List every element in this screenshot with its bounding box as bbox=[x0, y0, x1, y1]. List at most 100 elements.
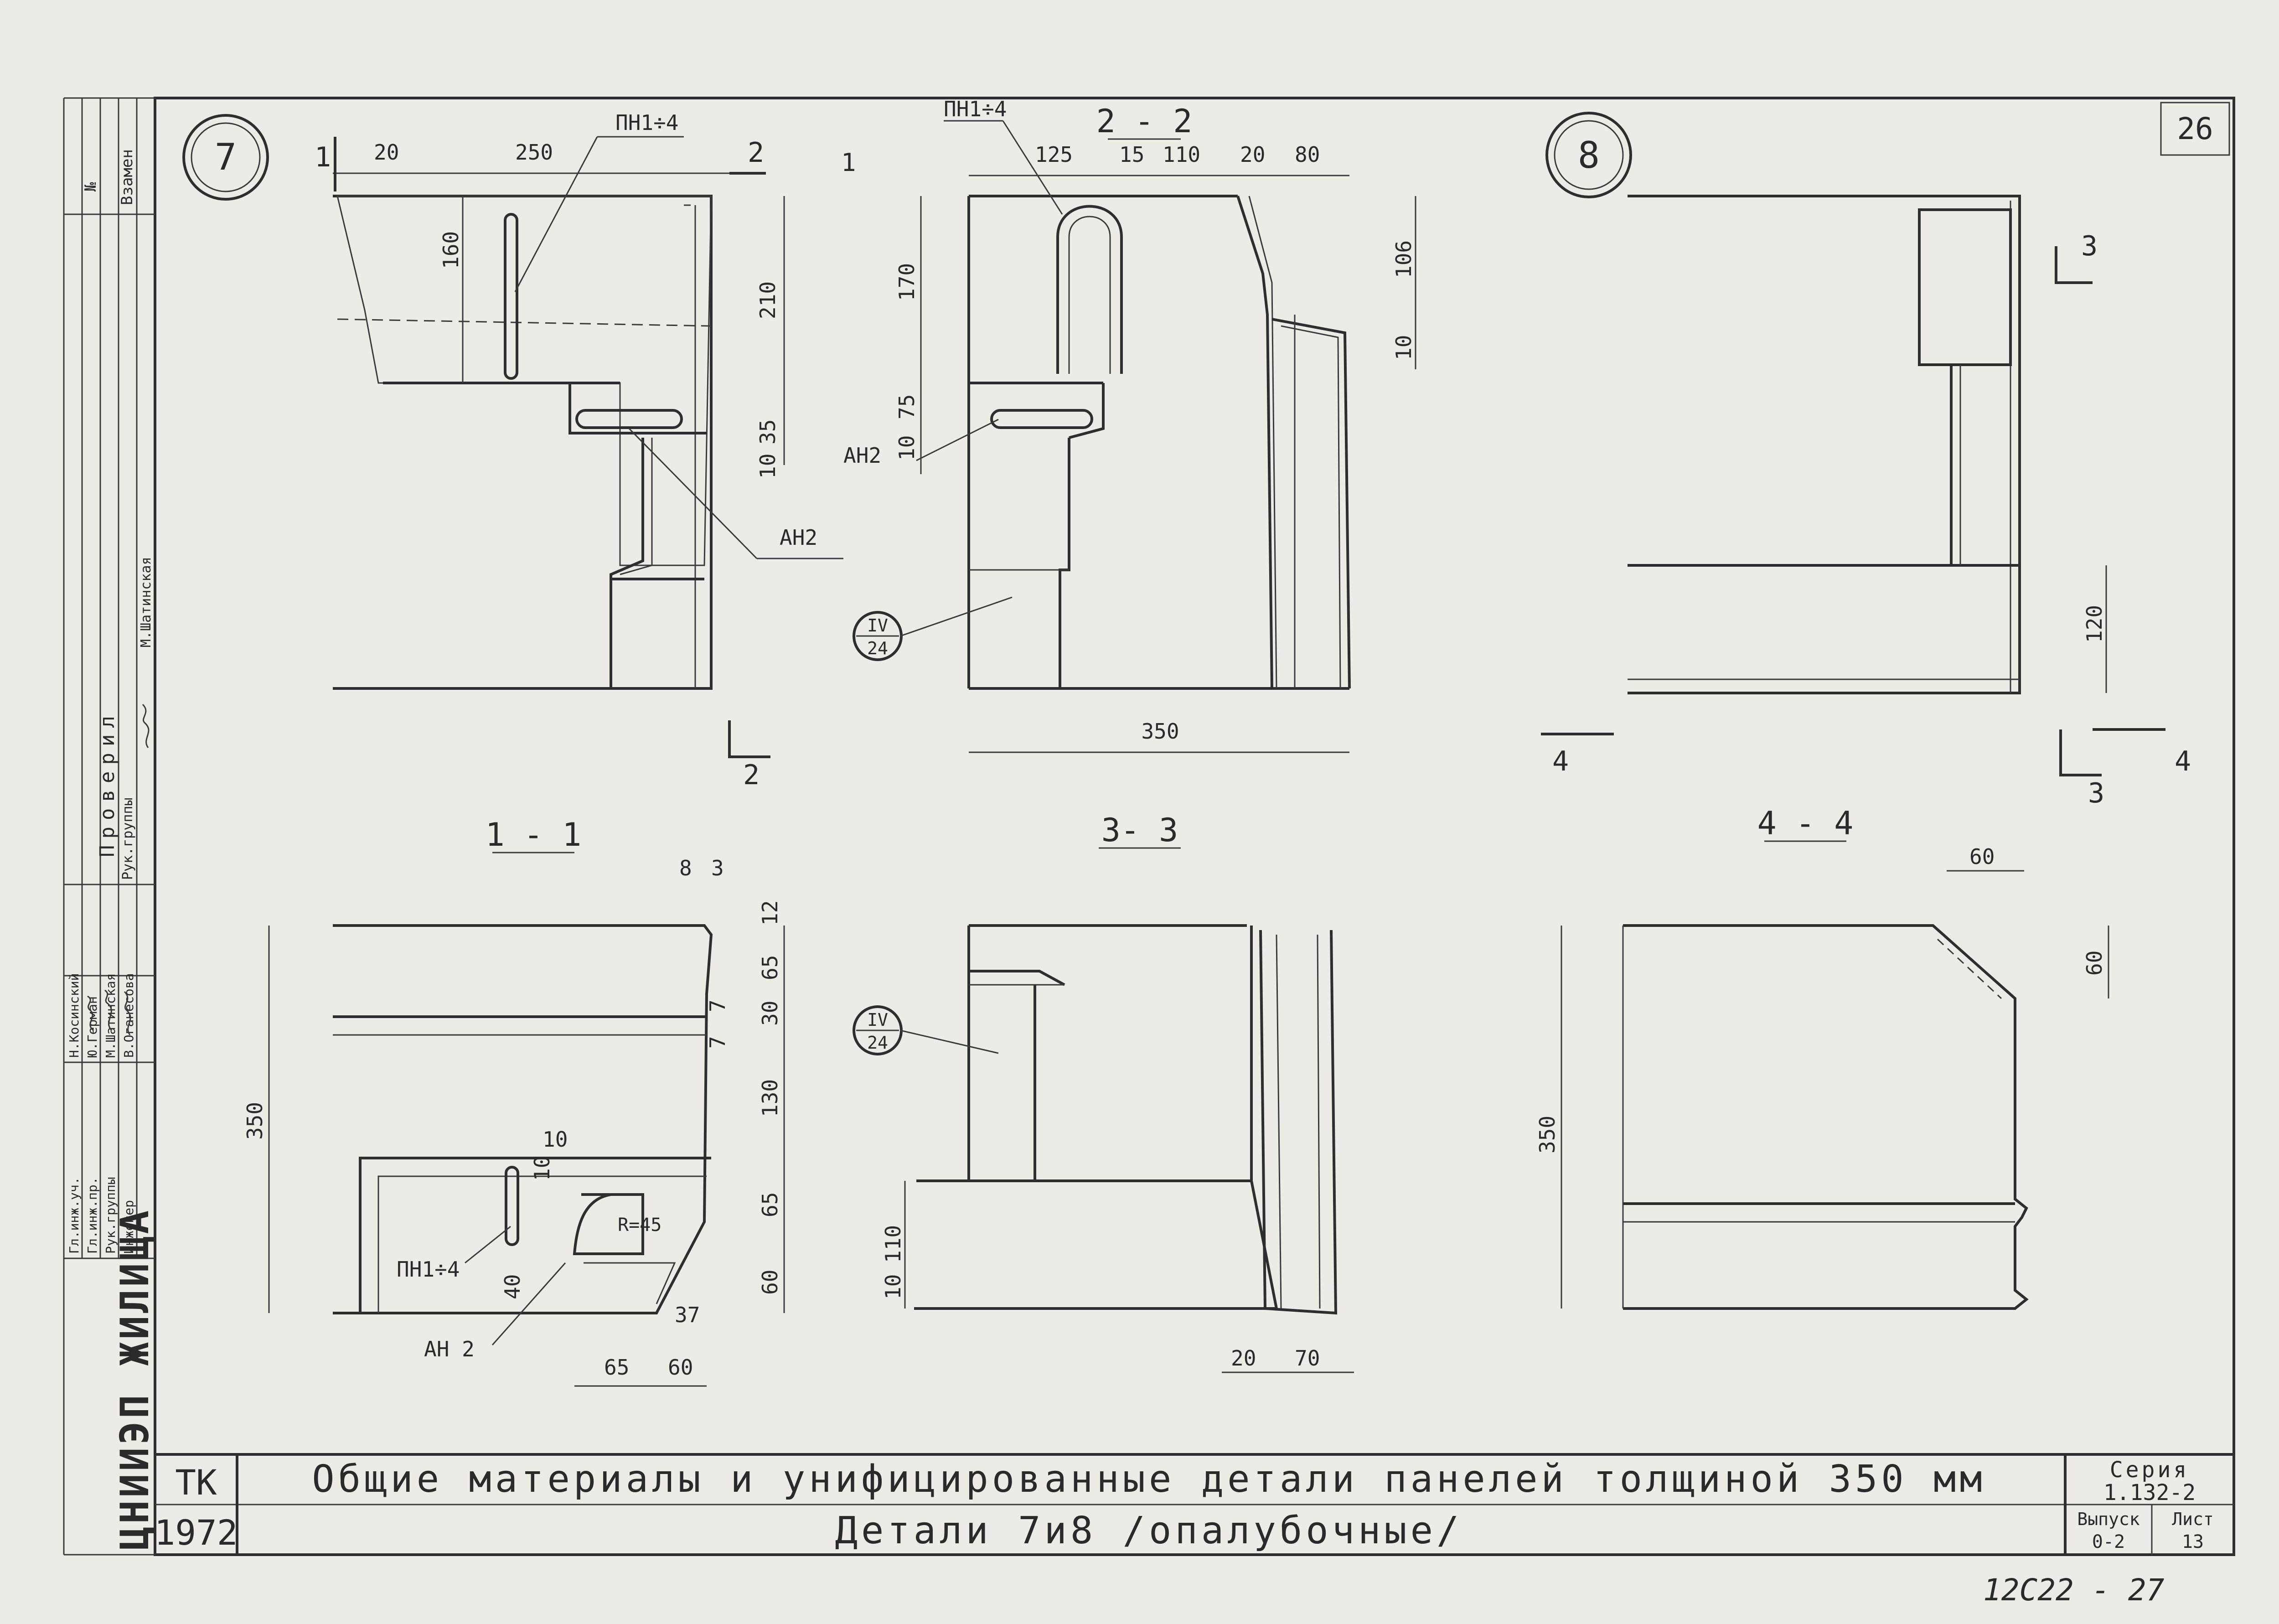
dim-22-80: 80 bbox=[1295, 142, 1320, 167]
signature-4 bbox=[142, 703, 150, 748]
section-2-2: 2 - 2 ПН1÷4 АН2 IV 24 125 15 110 bbox=[843, 97, 1416, 753]
cut-1-top: 1 bbox=[315, 141, 331, 173]
dim-33-10: 10 bbox=[881, 1274, 905, 1299]
cut-2-top: 2 bbox=[748, 137, 764, 169]
svg-text:IV: IV bbox=[867, 615, 888, 636]
dim-11-350: 350 bbox=[243, 1102, 267, 1140]
section-4-4: 4 - 4 60 60 350 bbox=[1535, 805, 2109, 1310]
label-pn-22: ПН1÷4 bbox=[944, 97, 1007, 121]
cut-1-top-b: 1 bbox=[841, 148, 856, 177]
label-an2-7: АН2 bbox=[780, 525, 817, 550]
stamp-title: Общие материалы и унифицированные детали… bbox=[312, 1458, 1986, 1501]
side-checked-label: Проверил bbox=[96, 709, 119, 857]
side-role-4: Инженер bbox=[121, 1200, 136, 1254]
dim-11-65c: 65 bbox=[604, 1355, 629, 1380]
dim-11-3: 3 bbox=[711, 856, 724, 880]
dim-7-10: 10 bbox=[755, 454, 780, 479]
stamp-series-label: Серия bbox=[2110, 1457, 2190, 1483]
anchor-an2-a bbox=[575, 409, 683, 429]
side-no: № bbox=[82, 182, 100, 191]
side-checked-role: Рук.группы bbox=[120, 797, 136, 880]
cut-4-right: 4 bbox=[2175, 745, 2191, 777]
detail-8-number: 8 bbox=[1578, 134, 1600, 176]
detail-8-block bbox=[1918, 208, 2012, 366]
stamp-series-value: 1.132-2 bbox=[2103, 1480, 2196, 1505]
label-pn-11: ПН1÷4 bbox=[397, 1257, 460, 1282]
dim-22-125: 125 bbox=[1035, 142, 1073, 167]
svg-text:24: 24 bbox=[867, 1033, 888, 1053]
dim-7-250: 250 bbox=[515, 140, 553, 165]
stamp-sheet-label: Лист bbox=[2172, 1509, 2214, 1529]
dim-33-70: 70 bbox=[1295, 1346, 1320, 1371]
dim-11-10: 10 bbox=[543, 1127, 568, 1152]
cut-4-left: 4 bbox=[1552, 745, 1569, 777]
label-radius: R=45 bbox=[618, 1215, 661, 1236]
detail-7-number: 7 bbox=[215, 136, 237, 178]
label-pn-7: ПН1÷4 bbox=[615, 110, 678, 135]
cut-3-bottom: 3 bbox=[2088, 777, 2104, 809]
dim-8-120: 120 bbox=[2082, 605, 2107, 643]
dim-44-60b: 60 bbox=[2082, 951, 2107, 976]
detail-7-view: 7 ПН1÷4 АН2 20 250 160 210 35 10 bbox=[182, 110, 856, 791]
detail-7-outline bbox=[333, 195, 713, 690]
dim-11-130: 130 bbox=[758, 1079, 782, 1117]
dim-7-210: 210 bbox=[755, 281, 780, 319]
dim-33-110: 110 bbox=[881, 1225, 905, 1263]
side-role-2: Гл.инж.пр. bbox=[85, 1177, 100, 1254]
dim-22-106: 106 bbox=[1391, 240, 1416, 278]
side-name-1: Н.Косинский bbox=[67, 973, 82, 1058]
signature-3 bbox=[124, 991, 131, 1035]
dim-44-60: 60 bbox=[1969, 844, 1995, 869]
cut-2-bottom: 2 bbox=[743, 759, 760, 791]
stamp-year: 1972 bbox=[154, 1512, 238, 1553]
detail-7-circle bbox=[182, 114, 269, 201]
dim-11-7b: 7 bbox=[705, 1036, 730, 1049]
side-role-1: Гл.инж.уч. bbox=[67, 1177, 82, 1254]
side-table: Взамен № Проверил Рук.группы М.Шатинская… bbox=[64, 98, 155, 1259]
dim-22-20: 20 bbox=[1240, 142, 1265, 167]
stamp-issue-value: 0-2 bbox=[2092, 1531, 2125, 1552]
dim-33-20: 20 bbox=[1231, 1346, 1256, 1371]
section-4-4-outline bbox=[1623, 924, 2029, 1310]
dim-22-10b: 10 bbox=[1391, 335, 1416, 360]
stamp-subtitle: Детали 7и8 /опалубочные/ bbox=[835, 1509, 1463, 1552]
anchor-an2-b bbox=[990, 409, 1093, 429]
svg-text:24: 24 bbox=[867, 638, 888, 658]
cut-3-top: 3 bbox=[2081, 230, 2098, 262]
side-name-4: В.Оганесова bbox=[121, 973, 136, 1058]
sheet-border bbox=[154, 97, 2235, 1556]
side-role-3: Рук.группы bbox=[103, 1177, 118, 1254]
stamp-tk: ТК bbox=[175, 1462, 217, 1503]
section-4-4-title: 4 - 4 bbox=[1757, 805, 1854, 842]
section-1-1-title: 1 - 1 bbox=[486, 816, 582, 853]
section-1-1-outline bbox=[333, 924, 713, 1314]
corner-radius bbox=[573, 1193, 644, 1255]
stamp-org: ЦНИИЭП ЖИЛИЩА bbox=[112, 1208, 158, 1550]
signature-2 bbox=[104, 989, 113, 1031]
dim-11-37: 37 bbox=[675, 1303, 700, 1327]
dim-7-20: 20 bbox=[374, 140, 399, 165]
detail-8-view: 8 120 3 4 3 4 2 bbox=[1541, 112, 2191, 809]
section-1-1: 1 - 1 R=45 ПН1÷4 АН 2 350 8 3 12 65 7 30… bbox=[243, 816, 785, 1387]
dim-11-65: 65 bbox=[758, 955, 782, 980]
signature-1 bbox=[87, 995, 94, 1031]
dim-11-65b: 65 bbox=[758, 1192, 782, 1217]
sheet-number: 26 bbox=[2177, 111, 2213, 146]
pin-pn bbox=[504, 213, 518, 380]
side-name-2: Ю.Герман bbox=[85, 996, 100, 1058]
stamp-sheet-value: 13 bbox=[2182, 1531, 2204, 1552]
dim-11-7: 7 bbox=[705, 999, 730, 1012]
pin-hook-pn bbox=[1056, 205, 1123, 374]
dim-22-110: 110 bbox=[1163, 142, 1200, 167]
dim-22-10: 10 bbox=[894, 435, 919, 460]
svg-text:IV: IV bbox=[867, 1010, 888, 1030]
title-block: ЦНИИЭП ЖИЛИЩА ТК 1972 Общие материалы и … bbox=[112, 1208, 2234, 1555]
dim-11-60: 60 bbox=[758, 1270, 782, 1295]
dim-7-160: 160 bbox=[439, 231, 463, 269]
dim-11-30: 30 bbox=[758, 1001, 782, 1026]
detail-8-outline bbox=[1628, 195, 2021, 694]
dim-22-75: 75 bbox=[894, 394, 919, 419]
label-an2-11: АН 2 bbox=[424, 1337, 475, 1361]
dim-22-15: 15 bbox=[1119, 142, 1144, 167]
